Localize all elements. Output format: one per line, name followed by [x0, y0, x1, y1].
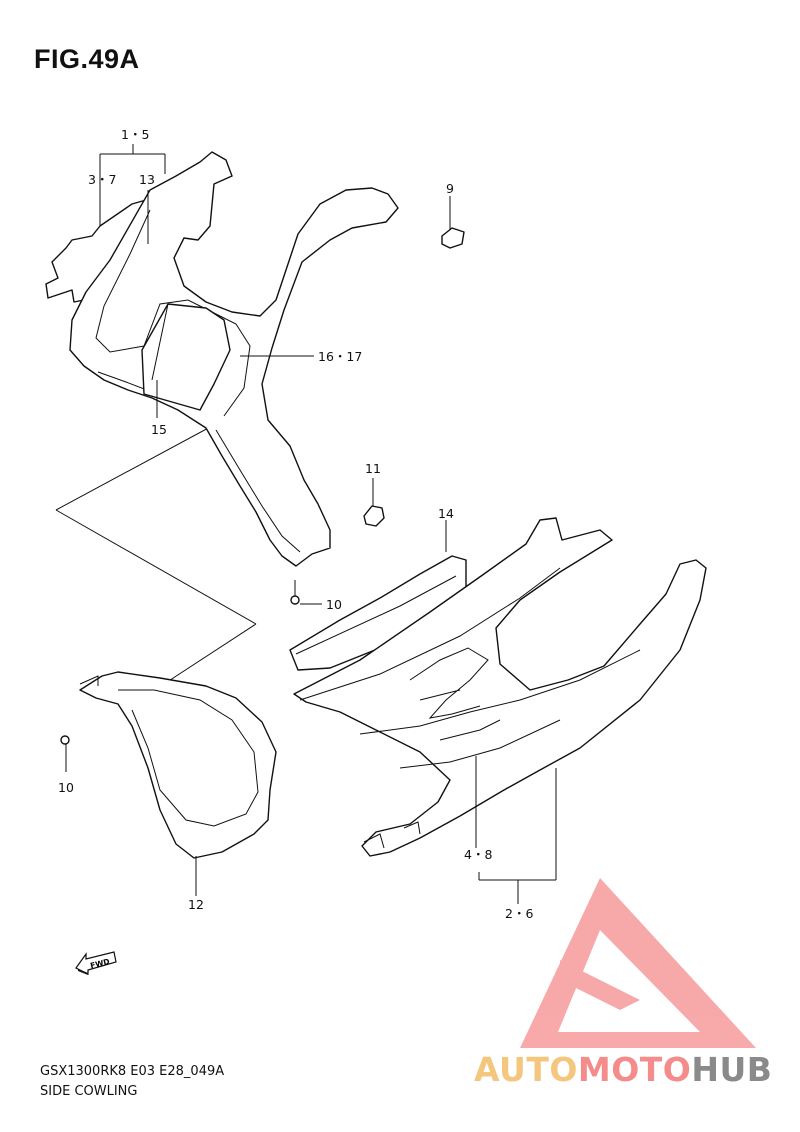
fwd-arrow-icon: FWD	[75, 951, 117, 975]
main-cowling-lower-clip	[363, 821, 421, 849]
watermark-logo-icon	[520, 878, 756, 1048]
callout-16-17: 16・17	[318, 349, 362, 364]
callout-4-8: 4・8	[464, 847, 492, 862]
callout-14: 14	[438, 506, 454, 521]
main-cowling-logo-glyph	[409, 647, 501, 741]
callout-2-6: 2・6	[505, 906, 533, 921]
figure-title: FIG.49A	[34, 44, 140, 74]
footer-section-name: SIDE COWLING	[40, 1084, 138, 1099]
inner-panel-seam	[151, 303, 169, 381]
callout-12: 12	[188, 897, 204, 912]
callout-9: 9	[446, 181, 454, 196]
footer-model-code: GSX1300RK8 E03 E28_049A	[40, 1064, 225, 1079]
leader-lines	[65, 144, 557, 904]
callout-15: 15	[151, 422, 167, 437]
callout-1-5: 1・5	[121, 127, 149, 142]
lower-inner-cowling-clip	[79, 675, 99, 686]
callout-3-7: 3・7	[88, 172, 116, 187]
callout-10-lower: 10	[58, 780, 74, 795]
upper-cowling-inner-edge	[95, 209, 251, 417]
part-lower-inner-cowling	[79, 671, 277, 859]
callout-10-upper: 10	[326, 597, 342, 612]
side-panel-14-seam	[295, 575, 457, 655]
part-main-lower-cowling	[293, 517, 707, 857]
watermark-auto: AUTO	[474, 1050, 578, 1089]
watermark-text: AUTOMOTOHUB	[474, 1050, 772, 1089]
part-side-panel-14	[289, 555, 467, 671]
callout-11: 11	[365, 461, 381, 476]
part-nut-9	[441, 227, 465, 249]
part-screw-10-upper	[290, 580, 300, 605]
part-grommet-11	[363, 505, 385, 527]
part-upper-side-cowling	[69, 151, 399, 567]
lower-inner-cowling-rim	[118, 689, 259, 827]
watermark-moto: MOTO	[577, 1050, 692, 1089]
callout-13: 13	[139, 172, 155, 187]
watermark-hub: HUB	[691, 1050, 773, 1089]
part-screw-10-lower	[60, 735, 70, 745]
main-cowling-graphic-stripe	[299, 567, 641, 769]
part-inner-panel	[141, 303, 231, 411]
